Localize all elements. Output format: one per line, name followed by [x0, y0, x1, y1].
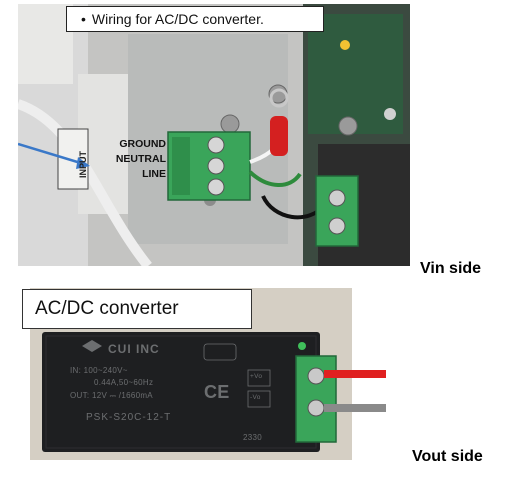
input-label: INPUT	[78, 151, 88, 178]
vout-side-label: Vout side	[412, 448, 483, 465]
wiring-caption: • Wiring for AC/DC converter.	[66, 6, 324, 32]
module-part-number: PSK-S20C-12-T	[86, 412, 172, 423]
vin-side-photo	[18, 4, 410, 266]
module-line1: IN: 100~240V~	[70, 366, 128, 375]
red-wire	[352, 370, 386, 378]
vin-side-label: Vin side	[420, 260, 482, 277]
vin-side-photo-graphic	[18, 4, 410, 266]
ce-mark: CE	[204, 382, 230, 402]
pin-negative-label: -Vo	[250, 394, 261, 401]
module-line3: OUT: 12V ⎓ /1660mA	[70, 391, 153, 400]
bullet-icon: •	[81, 11, 86, 27]
gray-wire	[352, 404, 386, 412]
pin-positive-label: +Vo	[250, 373, 263, 380]
module-brand: CUI INC	[108, 342, 160, 356]
wiring-caption-text: Wiring for AC/DC converter.	[91, 11, 264, 27]
module-line2: 0.44A,50~60Hz	[94, 378, 154, 387]
converter-title: AC/DC converter	[22, 289, 252, 329]
line-label: LINE	[142, 168, 166, 180]
ground-label: GROUND	[119, 138, 166, 150]
neutral-label: NEUTRAL	[115, 153, 166, 165]
module-code: 2330	[243, 433, 262, 442]
